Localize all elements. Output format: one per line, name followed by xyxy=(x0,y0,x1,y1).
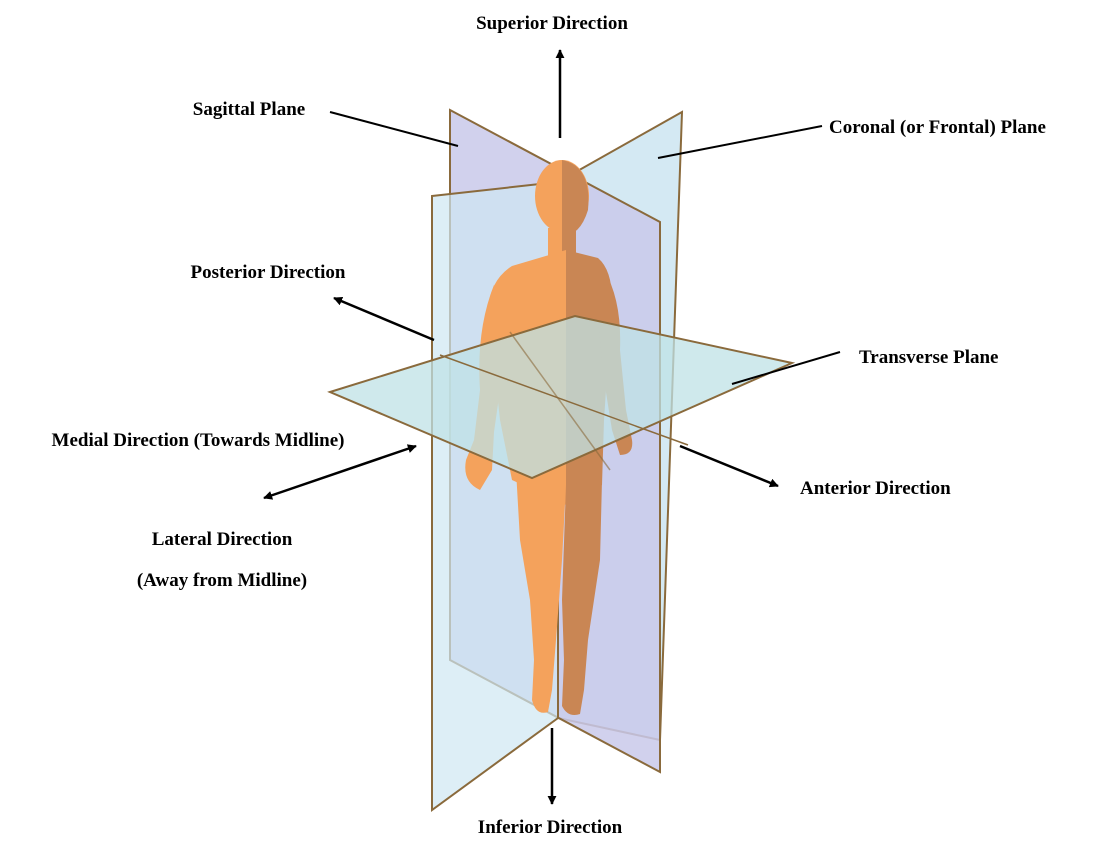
anterior-direction-label: Anterior Direction xyxy=(800,478,951,499)
coronal-leader-line xyxy=(658,126,822,158)
transverse-plane xyxy=(330,316,792,478)
coronal-plane-label: Coronal (or Frontal) Plane xyxy=(829,117,1046,138)
medial-direction-label: Medial Direction (Towards Midline) xyxy=(52,430,345,451)
sagittal-leader-line xyxy=(330,112,458,146)
inferior-direction-label: Inferior Direction xyxy=(478,817,623,838)
superior-direction-label: Superior Direction xyxy=(476,13,628,34)
posterior-direction-label: Posterior Direction xyxy=(191,262,346,283)
medial-lateral-arrow xyxy=(264,446,416,498)
transverse-plane-label: Transverse Plane xyxy=(859,347,999,368)
sagittal-plane-label: Sagittal Plane xyxy=(193,99,305,120)
posterior-arrow xyxy=(334,298,434,340)
anterior-arrow xyxy=(680,446,778,486)
lateral-direction-label: Lateral Direction xyxy=(152,529,293,550)
lateral-direction-sublabel: (Away from Midline) xyxy=(137,570,307,591)
